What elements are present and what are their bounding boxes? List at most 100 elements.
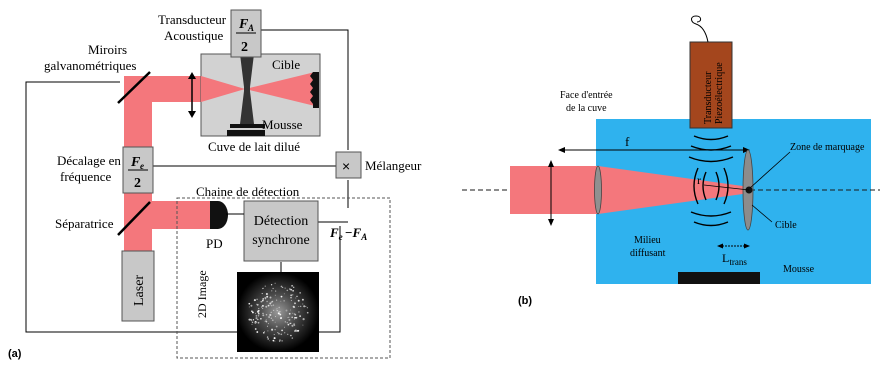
speckle-dot [257,315,260,317]
speckle-dot [288,312,291,315]
speckle-dot [306,307,308,309]
speckle-dot [273,334,275,336]
melangeur-label: Mélangeur [365,158,422,173]
piezo-line1: Transducteur [703,71,714,124]
speckle-dot [281,340,283,342]
speckle-dot [251,310,253,313]
milieu-line2: diffusant [630,248,666,259]
speckle-dot [261,301,263,303]
speckle-dot [257,321,260,324]
speckle-dot [294,313,297,316]
speckle-dot [275,325,278,328]
speckle-dot [274,321,276,323]
speckle-dot [275,290,277,292]
speckle-dot [288,316,290,318]
transducer-cable [691,15,709,43]
speckle-dot [283,293,285,295]
speckle-dot [302,318,305,321]
speckle-dot [291,324,294,327]
f-label: f [625,134,630,149]
speckle-dot [270,311,272,313]
cible-label: Cible [272,57,300,72]
speckle-dot [292,290,294,292]
panel-a: F A 2 F e 2 × Laser Détection synchrone … [8,9,422,360]
speckle-dot [295,297,297,299]
speckle-dot [272,309,275,312]
tank-foam [678,272,760,284]
speckle-dot [275,315,277,317]
speckle-dot [297,329,300,332]
transducer-fraction-num: F [238,17,249,32]
transducer-fraction-den: 2 [241,40,248,55]
acoustic-waves [688,135,734,227]
speckle-dot [279,311,281,313]
detection-chain-box [176,197,391,359]
beam-converging [598,166,750,214]
speckle-dot [260,318,262,320]
cuve-label: Cuve de lait dilué [208,139,300,154]
speckle-dot [292,294,294,296]
speckle-dot [303,305,306,308]
speckle-dot [256,319,258,321]
beam-splitter [117,201,151,236]
speckle-dot [267,323,269,325]
speckle-dot [264,296,267,299]
speckle-dot [284,332,286,334]
speckle-dot [301,298,304,301]
speckle-dot [251,323,253,325]
speckle-dot [267,304,270,307]
speckle-dot [251,321,254,324]
speckle-dot [293,286,295,288]
cuve-foam-plate [230,124,265,128]
speckle-dot [287,317,289,319]
speckle-dot [300,305,302,308]
mousse-label: Mousse [262,117,303,132]
r-label: r [697,173,701,187]
speckle-dot [283,300,285,302]
cible-b-label: Cible [775,220,797,231]
speckle-dot [255,317,258,320]
speckle-dot [306,311,309,314]
speckle-dot [257,309,260,312]
speckle-dot [274,282,276,284]
speckle-dot [265,319,267,321]
speckle-dot [255,315,258,317]
speckle-dot [270,284,273,286]
speckle-dot [260,301,262,303]
speckle-dot [281,329,283,332]
speckle-dot [269,340,271,342]
speckle-dot [298,311,300,313]
speckle-dot [279,339,281,341]
decalage-fraction-sub: e [140,161,144,171]
mousse-b-label: Mousse [783,264,815,275]
speckle-dot [289,288,291,290]
decalage-fraction-num: F [130,155,141,170]
mirrors-label-line1: Miroirs [88,42,127,57]
piezo-line2: Piezoélectrique [714,62,725,124]
speckle-dot [284,287,286,289]
separatrice-label: Séparatrice [55,216,114,231]
speckle-dot [299,315,301,317]
piezo-transducer [689,41,733,129]
speckle-dot [293,318,296,320]
speckle-dot [289,322,291,325]
speckle-dot [266,300,268,303]
speckle-dot [272,287,274,290]
chaine-label: Chaine de détection [196,184,300,199]
decalage-fraction-den: 2 [134,176,141,191]
speckle-dot [296,295,298,298]
speckle-dot [256,331,259,333]
speckle-dot [261,307,264,310]
detection-line1: Détection [254,214,308,229]
speckle-dot [278,306,280,309]
speckle-dot [254,328,257,330]
speckle-dot [294,316,296,319]
speckle-dot [272,304,275,306]
mirrors-label-line2: galvanométriques [44,58,136,73]
speckle-dot [292,312,294,314]
speckle-dot [262,288,264,290]
speckle-dot [266,325,268,327]
speckle-dot [271,290,273,292]
speckle-dot [270,317,273,319]
speckle-dot [276,309,277,311]
